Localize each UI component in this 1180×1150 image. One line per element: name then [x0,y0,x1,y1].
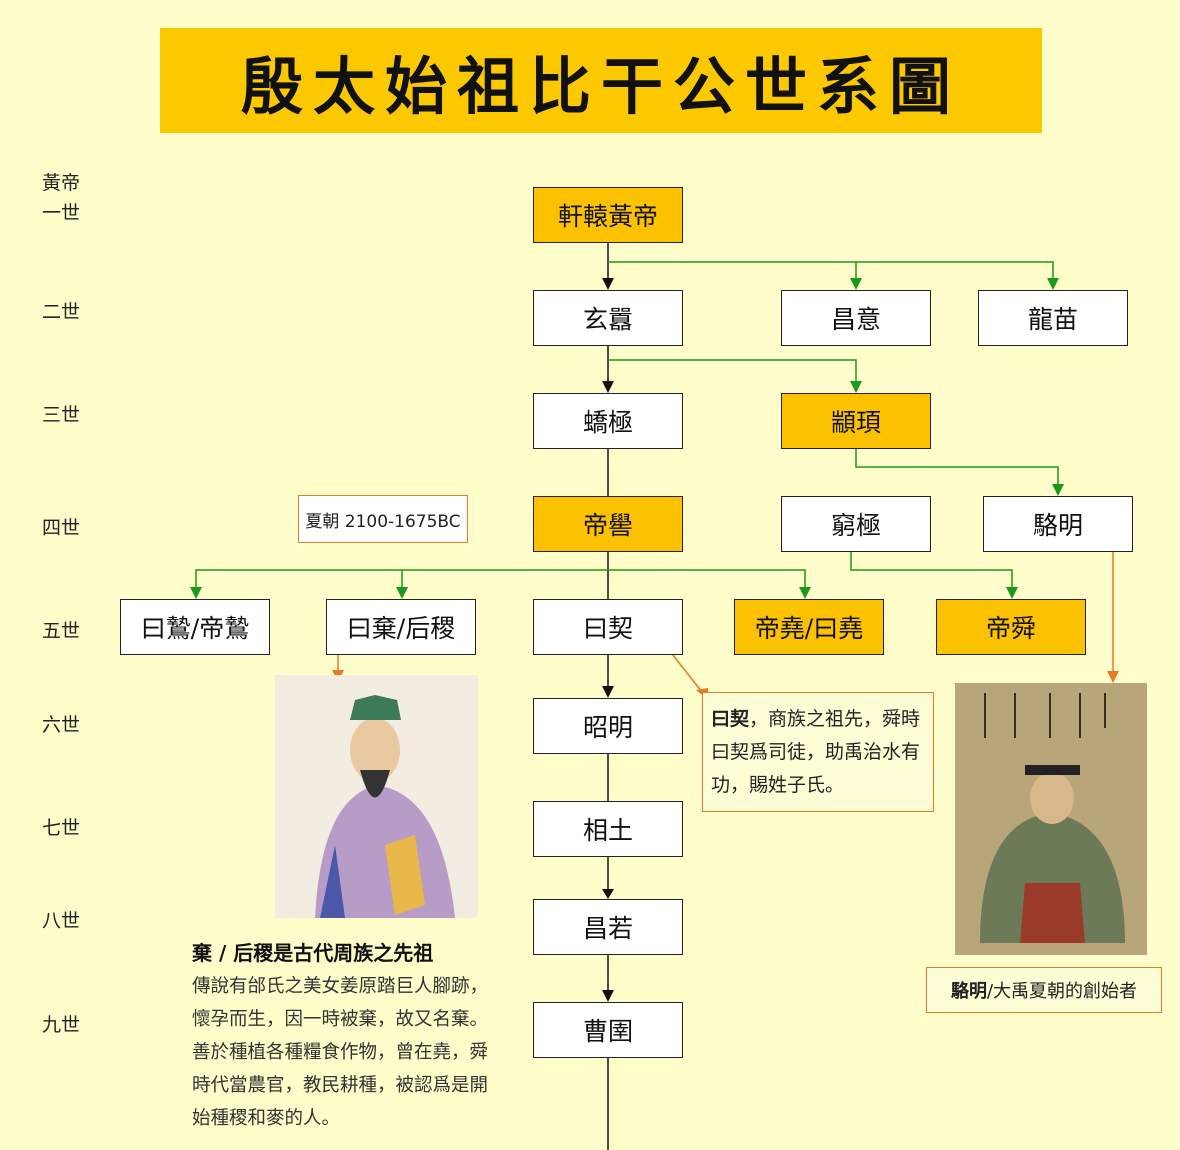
node-yao: 帝堯/曰堯 [734,599,884,655]
yu-figure-icon [980,693,1125,943]
luoming-portrait [955,683,1147,955]
node-luoming: 駱明 [983,496,1133,552]
qi-description-title: 棄 / 后稷是古代周族之先祖 [192,941,434,965]
node-shun: 帝舜 [936,599,1086,655]
generation-label: 黃帝 一世 [42,172,81,224]
generation-label: 六世 [42,714,81,736]
xia-dynasty-note: 夏朝 2100-1675BC [298,495,468,543]
houji-portrait [275,675,478,918]
node-xie: 曰契 [533,599,683,655]
generation-label: 七世 [42,817,81,839]
xie-note: 曰契，商族之祖先，舜時曰契爲司徒，助禹治水有功，賜姓子氏。 [702,692,934,812]
generation-label: 五世 [42,620,81,642]
node-qiongji: 窮極 [781,496,931,552]
node-xuanyuan-huangdi: 軒轅黃帝 [533,187,683,243]
node-caoyu: 曹圉 [533,1002,683,1058]
node-zhaoming: 昭明 [533,698,683,754]
node-zhuanxu: 顓頊 [781,393,931,449]
generation-label: 九世 [42,1014,81,1036]
luoming-note-title: 駱明 [950,981,987,1002]
generation-label: 三世 [42,404,81,426]
node-changyi: 昌意 [781,290,931,346]
node-diku: 帝嚳 [533,496,683,552]
xie-note-title: 曰契 [711,708,750,730]
node-qi: 曰棄/后稷 [326,599,476,655]
luoming-note: 駱明/大禹夏朝的創始者 [926,967,1162,1013]
generation-label: 四世 [42,517,81,539]
node-jiaoji: 蟜極 [533,393,683,449]
node-xuanxiao: 玄囂 [533,290,683,346]
node-longmiao: 龍苗 [978,290,1128,346]
title-banner: 殷太始祖比干公世系圖 [160,28,1042,133]
luoming-note-text: /大禹夏朝的創始者 [986,981,1138,1002]
xie-note-text: ，商族之祖先，舜時曰契爲司徒，助禹治水有功，賜姓子氏。 [711,708,921,796]
qi-description: 棄 / 后稷是古代周族之先祖 傳說有邰氏之美女姜原踏巨人腳跡，懷孕而生，因一時被… [192,937,504,1135]
node-changruo: 昌若 [533,899,683,955]
node-zhi: 曰鷙/帝鷙 [120,599,270,655]
node-xiangtu: 相土 [533,801,683,857]
houji-figure-icon [315,695,455,918]
qi-description-text: 傳說有邰氏之美女姜原踏巨人腳跡，懷孕而生，因一時被棄，故又名棄。善於種植各種糧食… [192,976,489,1129]
generation-label: 八世 [42,910,81,932]
generation-label: 二世 [42,301,81,323]
